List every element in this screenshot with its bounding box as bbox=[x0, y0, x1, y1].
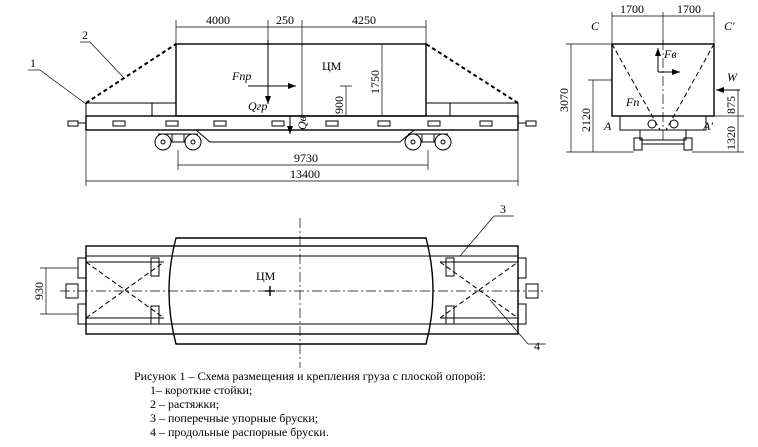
callout-2: 2 bbox=[82, 28, 88, 42]
plan-view: ЦМ 930 3 4 bbox=[32, 202, 546, 368]
caption-item-1: 1– короткие стойки; bbox=[150, 383, 252, 397]
caption-item-2: 2 – растяжки; bbox=[150, 397, 219, 411]
dim-250: 250 bbox=[276, 13, 294, 27]
center-of-mass-plan-label: ЦМ bbox=[256, 269, 276, 283]
force-fpr-label: Fпр bbox=[231, 69, 251, 83]
dim-4000: 4000 bbox=[206, 13, 230, 27]
callout-4: 4 bbox=[534, 339, 540, 353]
dim-1700-right: 1700 bbox=[677, 2, 701, 16]
dim-875: 875 bbox=[724, 96, 738, 114]
wheel-left-2 bbox=[184, 133, 202, 151]
end-block-left bbox=[151, 102, 177, 117]
caption-item-4: 4 – продольные распорные бруски. bbox=[150, 425, 329, 439]
dim-1700-left: 1700 bbox=[620, 2, 644, 16]
dim-13400: 13400 bbox=[290, 167, 320, 181]
cargo-plan bbox=[168, 237, 434, 345]
lashing-cross-1 bbox=[611, 43, 661, 131]
wagon-platform-plan bbox=[85, 245, 519, 335]
wheel-right-1 bbox=[404, 133, 422, 151]
wheel-right-2 bbox=[434, 133, 452, 151]
end-block-right bbox=[425, 102, 451, 117]
dim-930: 930 bbox=[32, 282, 46, 300]
callout-3: 3 bbox=[500, 202, 506, 216]
point-c-prime-label: C' bbox=[724, 19, 735, 33]
dim-9730: 9730 bbox=[294, 151, 318, 165]
caption-title: Рисунок 1 – Схема размещения и крепления… bbox=[134, 369, 486, 383]
end-view: 1700 1700 C C' Fв Fп W A A' 3070 bbox=[557, 2, 744, 153]
caption-item-3: 3 – поперечные упорные бруски; bbox=[150, 411, 318, 425]
callout-1: 1 bbox=[30, 56, 36, 70]
wheel-left-1 bbox=[154, 133, 172, 151]
force-qv-label: Qв bbox=[295, 116, 309, 130]
force-fp-label: Fп bbox=[625, 95, 639, 109]
dim-900: 900 bbox=[332, 96, 346, 114]
figure-caption: Рисунок 1 – Схема размещения и крепления… bbox=[134, 369, 486, 439]
dim-1320: 1320 bbox=[724, 126, 738, 150]
force-fv-label: Fв bbox=[663, 47, 677, 61]
center-of-mass-label: ЦМ bbox=[322, 59, 342, 73]
dim-4250: 4250 bbox=[352, 13, 376, 27]
point-a-label: A bbox=[603, 119, 612, 133]
point-c-label: C bbox=[591, 19, 600, 33]
lashing-left bbox=[85, 43, 177, 104]
lashing-right bbox=[425, 43, 519, 104]
force-qgr-label: Qгр bbox=[248, 99, 267, 113]
dim-3070: 3070 bbox=[557, 88, 571, 112]
dim-2120: 2120 bbox=[579, 108, 593, 132]
side-view: 4000 250 4250 bbox=[28, 13, 537, 186]
point-a-prime-label: A' bbox=[702, 119, 713, 133]
wind-w-label: W bbox=[727, 70, 738, 84]
cargo-body bbox=[175, 43, 427, 117]
dim-1750: 1750 bbox=[368, 70, 382, 94]
lashing-cross-2 bbox=[665, 43, 715, 131]
